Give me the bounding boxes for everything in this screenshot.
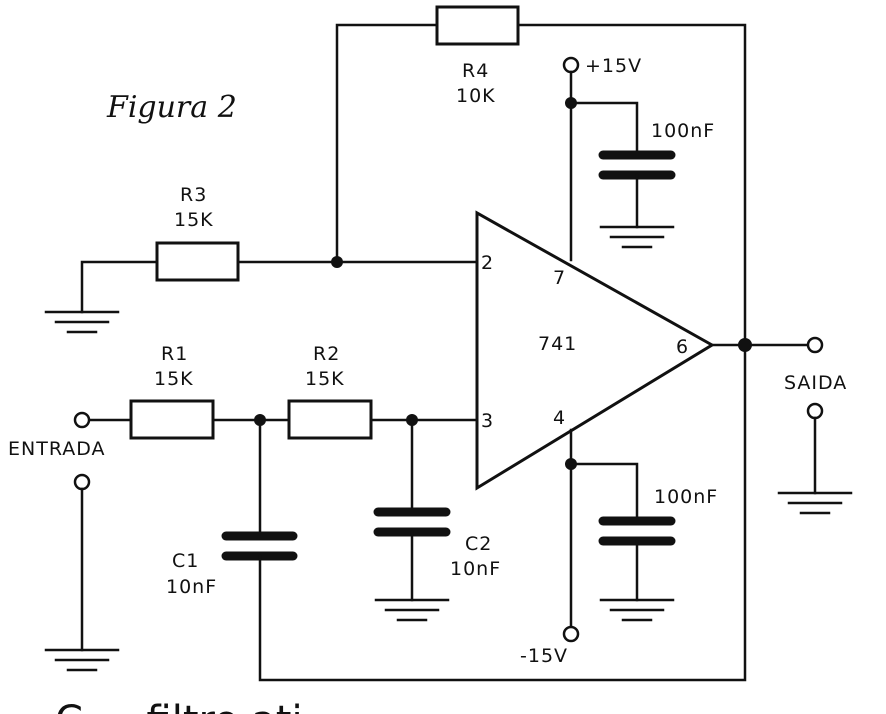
negative-supply-terminal: [562, 625, 580, 643]
c2-ref: C2: [465, 533, 492, 555]
output-label: SAIDA: [784, 372, 847, 394]
output-ground-terminal: [806, 402, 824, 420]
positive-supply-terminal: [562, 56, 580, 74]
bypass-top-wire: [569, 101, 639, 157]
r2-value: 15K: [305, 368, 345, 390]
ground-symbol-input: [44, 648, 120, 672]
pin-4-label: 4: [553, 407, 566, 429]
bypass-bottom-value: 100nF: [654, 486, 718, 508]
c1-value: 10nF: [166, 576, 217, 598]
junction-dot-output: [738, 338, 752, 352]
ground-symbol-bypass-top: [599, 225, 675, 249]
pin-7-label: 7: [553, 267, 566, 289]
pin-6-label: 6: [676, 336, 689, 358]
capacitor-bypass-top: [598, 150, 676, 180]
junction-dot-feedback: [331, 256, 343, 268]
capacitor-c2: [373, 507, 451, 537]
bypass-top-value: 100nF: [651, 120, 715, 142]
pin-2-label: 2: [481, 252, 494, 274]
pin-3-label: 3: [481, 410, 494, 432]
capacitor-c1: [221, 531, 298, 561]
r4-value: 10K: [456, 85, 496, 107]
negative-supply-label: -15V: [520, 645, 568, 667]
bypass-bottom-wire: [569, 462, 639, 523]
ground-symbol-bypass-bottom: [599, 598, 675, 622]
figure-title: Figura 2: [106, 90, 237, 125]
resistor-r3: [155, 241, 240, 282]
feedback-wire: [335, 23, 747, 347]
input-terminal: [73, 411, 91, 429]
r3-value: 15K: [174, 209, 214, 231]
input-ground-terminal: [73, 473, 91, 491]
ground-symbol-r3: [44, 310, 120, 334]
ground-symbol-c2: [374, 598, 450, 622]
c1-return-wire: [258, 343, 747, 682]
inverting-input-wire: [80, 260, 479, 314]
input-label: ENTRADA: [8, 438, 106, 460]
opamp-triangle: [475, 210, 715, 491]
output-terminal: [806, 336, 824, 354]
r2-ref: R2: [313, 343, 340, 365]
c2-value: 10nF: [450, 558, 501, 580]
r1-ref: R1: [161, 343, 188, 365]
resistor-r2: [287, 399, 373, 440]
resistor-r1: [129, 399, 215, 440]
positive-supply-label: +15V: [585, 55, 642, 77]
caption-fragment: C ... filtro ati: [55, 698, 303, 714]
ground-symbol-output: [777, 491, 853, 515]
capacitor-bypass-bottom: [598, 516, 676, 546]
r1-value: 15K: [154, 368, 194, 390]
c1-ref: C1: [172, 550, 199, 572]
resistor-r4: [435, 5, 520, 46]
r3-ref: R3: [180, 184, 207, 206]
opamp-name: 741: [538, 333, 577, 355]
r4-ref: R4: [462, 60, 489, 82]
